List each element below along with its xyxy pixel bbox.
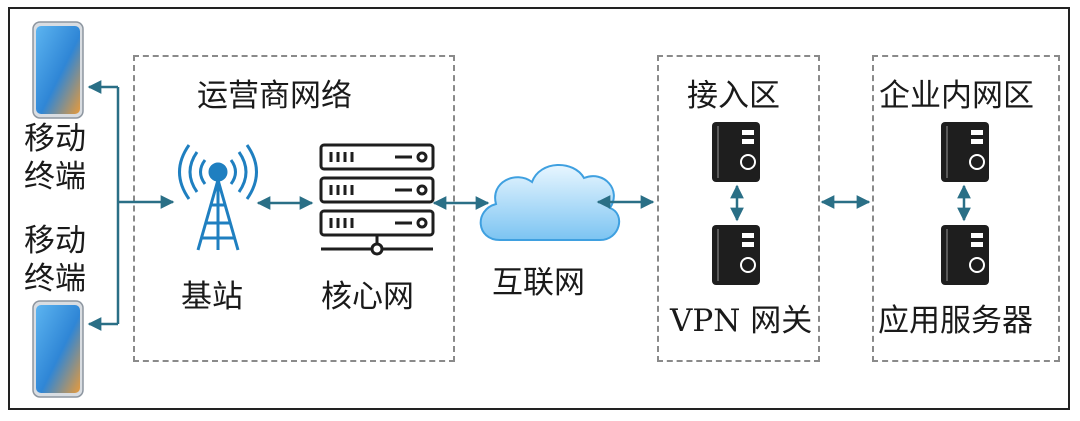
base-station-tower-icon bbox=[178, 144, 258, 251]
internet-cloud-icon bbox=[479, 164, 621, 241]
terminal-connector bbox=[87, 80, 175, 331]
mobile-phone-top-icon bbox=[32, 21, 84, 119]
access-zone-title: 接入区 bbox=[687, 78, 780, 114]
internet-label: 互联网 bbox=[492, 265, 585, 301]
core-network-server-icon bbox=[319, 143, 435, 256]
base-station-label: 基站 bbox=[181, 279, 243, 315]
vpn-gateway-server-icon bbox=[712, 225, 760, 285]
operator-network-title: 运营商网络 bbox=[197, 78, 352, 114]
core-network-label: 核心网 bbox=[321, 279, 414, 315]
access-zone bbox=[657, 55, 820, 362]
mobile-terminal-bottom-label: 移动终端 bbox=[24, 223, 86, 297]
mobile-phone-bottom-icon bbox=[32, 300, 84, 398]
enterprise-zone bbox=[872, 55, 1060, 362]
app-server-label: 应用服务器 bbox=[878, 303, 1033, 339]
vpn-gateway-label: VPN 网关 bbox=[670, 303, 813, 339]
mobile-terminal-top-label: 移动终端 bbox=[24, 121, 86, 195]
app-server-icon bbox=[941, 225, 989, 285]
enterprise-server-top-icon bbox=[941, 122, 989, 182]
enterprise-zone-title: 企业内网区 bbox=[879, 78, 1034, 114]
access-server-top-icon bbox=[712, 122, 760, 182]
